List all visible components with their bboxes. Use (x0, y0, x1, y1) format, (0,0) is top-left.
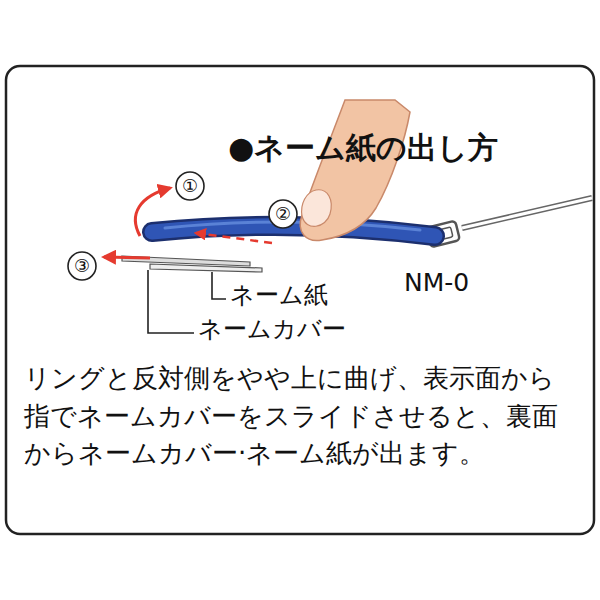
model-name: NM-0 (404, 270, 469, 295)
frame-border (6, 66, 594, 534)
callout-number: ① (182, 177, 198, 195)
part-label: ネーム紙 (230, 283, 328, 307)
bend-arrow (135, 188, 170, 236)
leader-line (212, 272, 226, 299)
callout-circle (68, 252, 96, 280)
callout-number: ② (275, 205, 291, 223)
caption-note: リングと反対側をやや上に曲げ、表示面から指でネームカバーをスライドさせると、裏面… (24, 360, 580, 473)
callout-number: ③ (74, 257, 90, 275)
leader-line (148, 270, 194, 333)
slide-arrow (196, 233, 272, 243)
callout-circle (176, 172, 204, 200)
part-label: ネームカバー (198, 317, 346, 341)
callout-circle (269, 200, 297, 228)
finger (300, 100, 410, 240)
diagram-title: ●ネーム紙の出し方 (228, 130, 498, 166)
pull-arrow (104, 257, 150, 258)
ring-chain (426, 198, 592, 247)
